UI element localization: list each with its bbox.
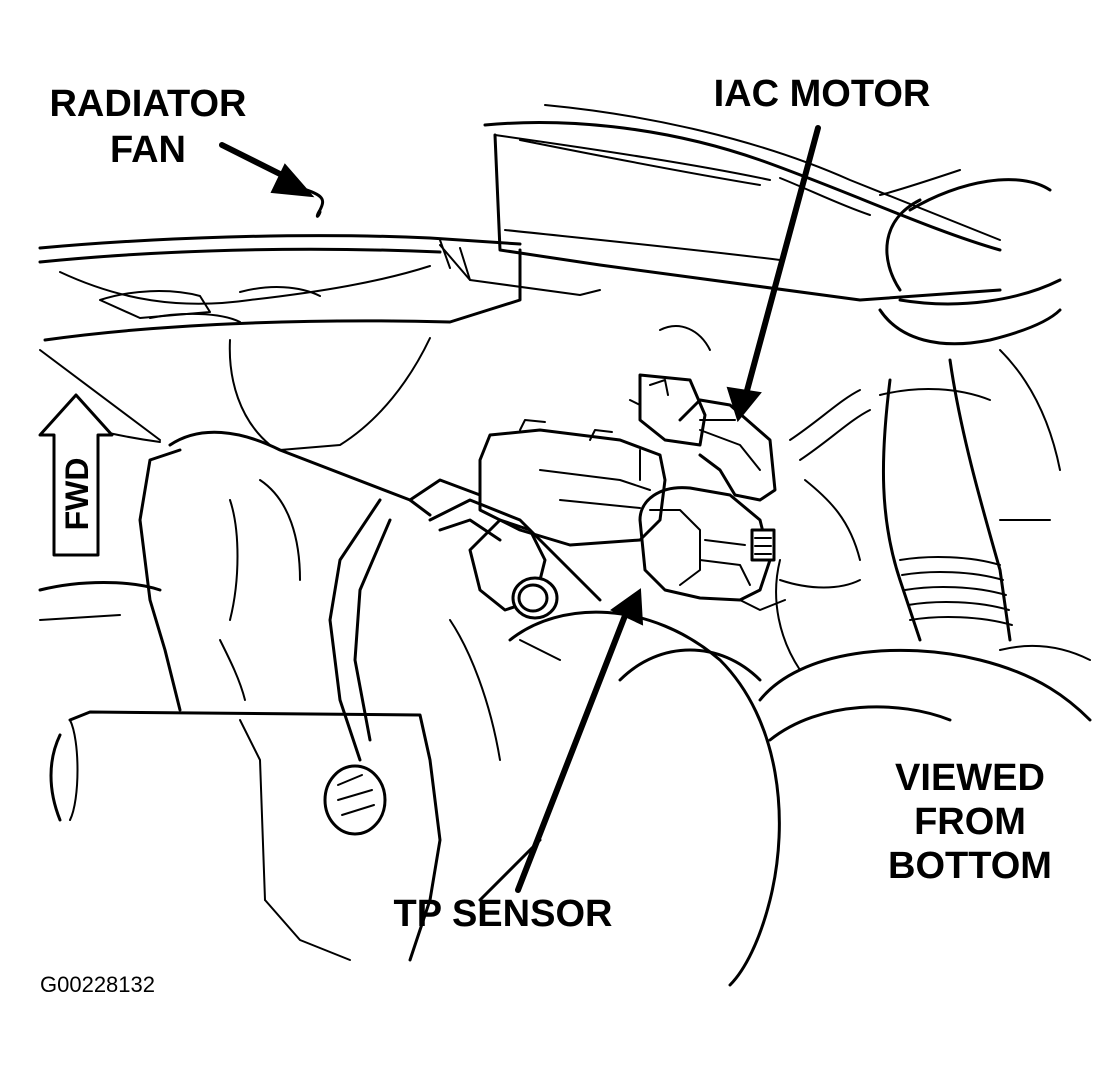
radiator-fan-label-line2: FAN <box>110 129 186 171</box>
hose-drawing <box>779 178 1062 642</box>
radiator-fan-label-line1: RADIATOR <box>49 83 246 125</box>
tp-sensor-label: TP SENSOR <box>394 893 613 935</box>
radiator-fan-drawing <box>38 234 522 451</box>
iac-motor-arrow <box>726 125 821 423</box>
radiator-fan-arrow <box>219 142 324 218</box>
tp-sensor-arrow <box>515 588 644 893</box>
viewed-from-bottom-label-line3: BOTTOM <box>888 845 1052 887</box>
forward-direction-arrow: FWD <box>38 393 114 557</box>
iac-motor-label: IAC MOTOR <box>714 73 931 115</box>
fwd-label: FWD <box>59 458 95 531</box>
iac-motor-drawing <box>629 325 777 502</box>
figure-code: G00228132 <box>40 972 155 997</box>
throttle-body-drawing <box>38 430 602 962</box>
bolt-hole <box>323 764 387 836</box>
tp-sensor-drawing <box>478 419 786 611</box>
viewed-from-bottom-label-line2: FROM <box>914 801 1026 843</box>
throttle-housing-drawing <box>508 559 1092 987</box>
viewed-from-bottom-label-line1: VIEWED <box>895 757 1045 799</box>
bolt-drawing <box>468 518 559 620</box>
upper-body-drawing <box>439 104 1002 302</box>
